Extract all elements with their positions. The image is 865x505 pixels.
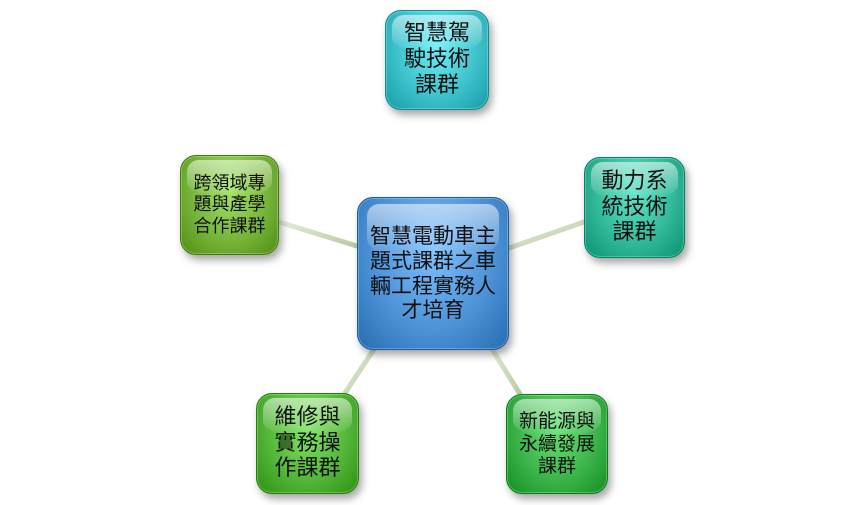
connector-bottom-left xyxy=(342,343,379,396)
node-smart-driving-label: 智慧駕 駛技術 課群 xyxy=(403,21,470,98)
center-node: 智慧電動車主 題式課群之車 輛工程實務人 才培育 xyxy=(357,197,509,350)
node-maintenance: 維修與 實務操 作課群 xyxy=(256,393,359,494)
center-node-label: 智慧電動車主 題式課群之車 輛工程實務人 才培育 xyxy=(370,223,496,323)
connector-bottom-right xyxy=(487,343,523,397)
node-maintenance-label: 維修與 實務操 作課群 xyxy=(274,404,341,482)
node-powertrain-label: 動力系 統技術 課群 xyxy=(601,168,668,246)
connector-right xyxy=(506,219,587,251)
node-smart-driving: 智慧駕 駛技術 課群 xyxy=(385,10,489,110)
node-new-energy: 新能源與 永續發展 課群 xyxy=(506,394,608,494)
node-powertrain: 動力系 統技術 課群 xyxy=(584,157,685,258)
node-cross-domain: 跨領域專 題與產學 合作課群 xyxy=(180,155,279,255)
node-cross-domain-label: 跨領域專 題與產學 合作課群 xyxy=(193,173,266,237)
connector-left xyxy=(276,219,360,249)
node-new-energy-label: 新能源與 永續發展 課群 xyxy=(518,410,595,478)
